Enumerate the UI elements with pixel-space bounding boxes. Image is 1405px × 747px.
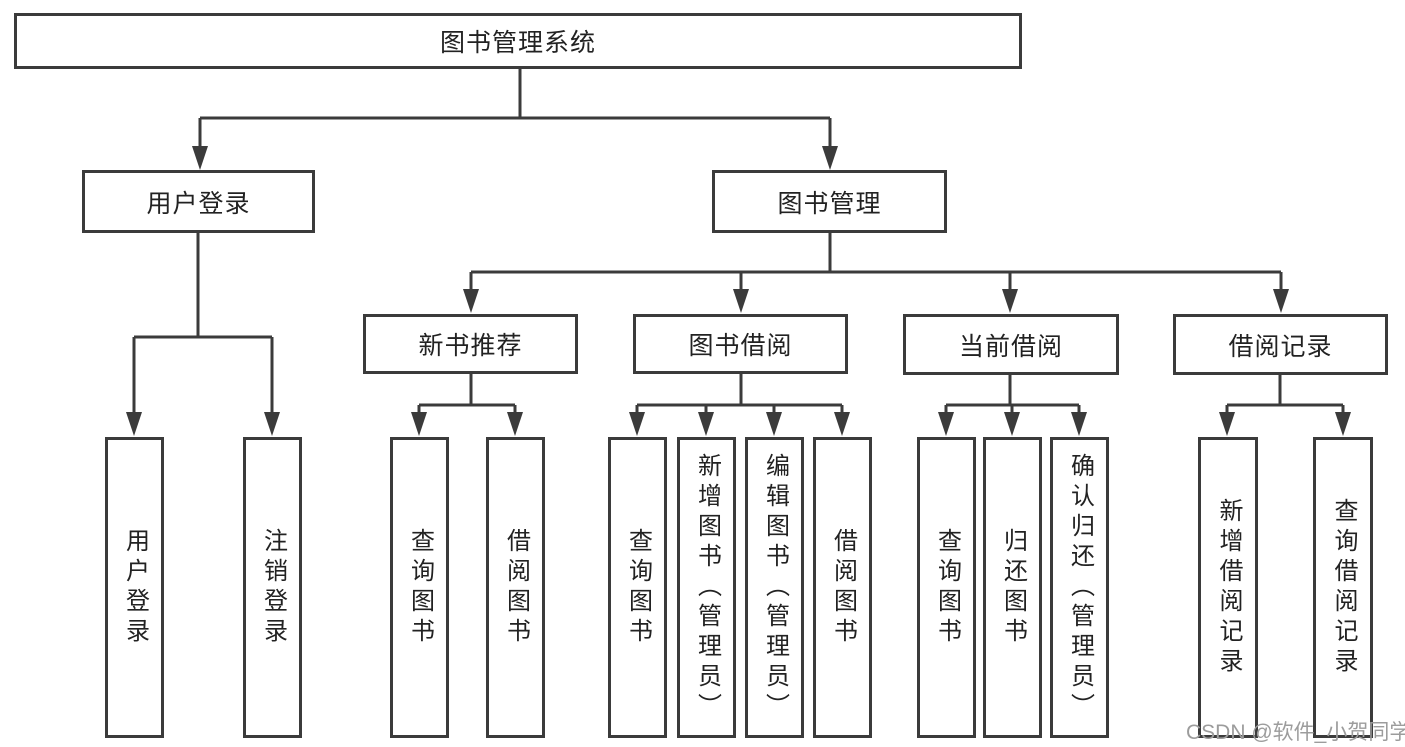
node-new-book-recommend-label: 新书推荐 (418, 332, 523, 360)
node-new-book-recommend: 新书推荐 (363, 314, 578, 374)
leaf-user-login: 用户登录 (105, 437, 164, 738)
leaf-borrow-edit-book-admin-label: 编辑图书（管理员） (761, 452, 789, 723)
node-root-label: 图书管理系统 (439, 29, 596, 57)
node-root: 图书管理系统 (14, 13, 1022, 69)
node-book-management-label: 图书管理 (777, 189, 882, 218)
node-borrow-records-label: 借阅记录 (1228, 332, 1333, 361)
node-current-borrow: 当前借阅 (903, 314, 1119, 375)
leaf-borrow-query-book-label: 查询图书 (624, 527, 652, 648)
connector-lines (132, 68, 1345, 416)
leaf-borrow-borrow-book-label: 借阅图书 (829, 527, 857, 648)
leaf-borrow-borrow-book: 借阅图书 (813, 437, 872, 738)
node-user-login: 用户登录 (82, 170, 315, 233)
leaf-logout: 注销登录 (243, 437, 302, 738)
leaf-borrow-add-book-admin: 新增图书（管理员） (677, 437, 736, 738)
leaf-borrow-query-book: 查询图书 (608, 437, 667, 738)
leaf-records-add-record-label: 新增借阅记录 (1215, 497, 1242, 678)
leaf-newrec-borrow-book-label: 借阅图书 (502, 527, 530, 648)
node-book-borrow: 图书借阅 (633, 314, 848, 374)
arrowheads (126, 146, 1351, 436)
leaf-borrow-edit-book-admin: 编辑图书（管理员） (745, 437, 804, 738)
leaf-records-query-record: 查询借阅记录 (1313, 437, 1373, 738)
leaf-current-return-book: 归还图书 (983, 437, 1042, 738)
leaf-current-query-book-label: 查询图书 (933, 527, 961, 648)
node-user-login-label: 用户登录 (146, 189, 251, 218)
leaf-newrec-query-book: 查询图书 (390, 437, 449, 738)
leaf-newrec-query-book-label: 查询图书 (406, 527, 434, 648)
leaf-current-query-book: 查询图书 (917, 437, 976, 738)
leaf-user-login-label: 用户登录 (121, 527, 149, 648)
leaf-current-confirm-return-admin: 确认归还（管理员） (1050, 437, 1109, 738)
leaf-records-query-record-label: 查询借阅记录 (1330, 497, 1357, 678)
leaf-newrec-borrow-book: 借阅图书 (486, 437, 545, 738)
leaf-current-confirm-return-admin-label: 确认归还（管理员） (1066, 452, 1094, 723)
leaf-records-add-record: 新增借阅记录 (1198, 437, 1258, 738)
node-current-borrow-label: 当前借阅 (958, 332, 1063, 361)
node-borrow-records: 借阅记录 (1173, 314, 1388, 375)
node-book-management: 图书管理 (712, 170, 947, 233)
leaf-current-return-book-label: 归还图书 (999, 527, 1027, 648)
leaf-borrow-add-book-admin-label: 新增图书（管理员） (693, 452, 721, 723)
csdn-watermark: CSDN @软件_小贺同学 (1186, 721, 1405, 744)
node-book-borrow-label: 图书借阅 (688, 332, 793, 360)
leaf-logout-label: 注销登录 (259, 527, 287, 648)
